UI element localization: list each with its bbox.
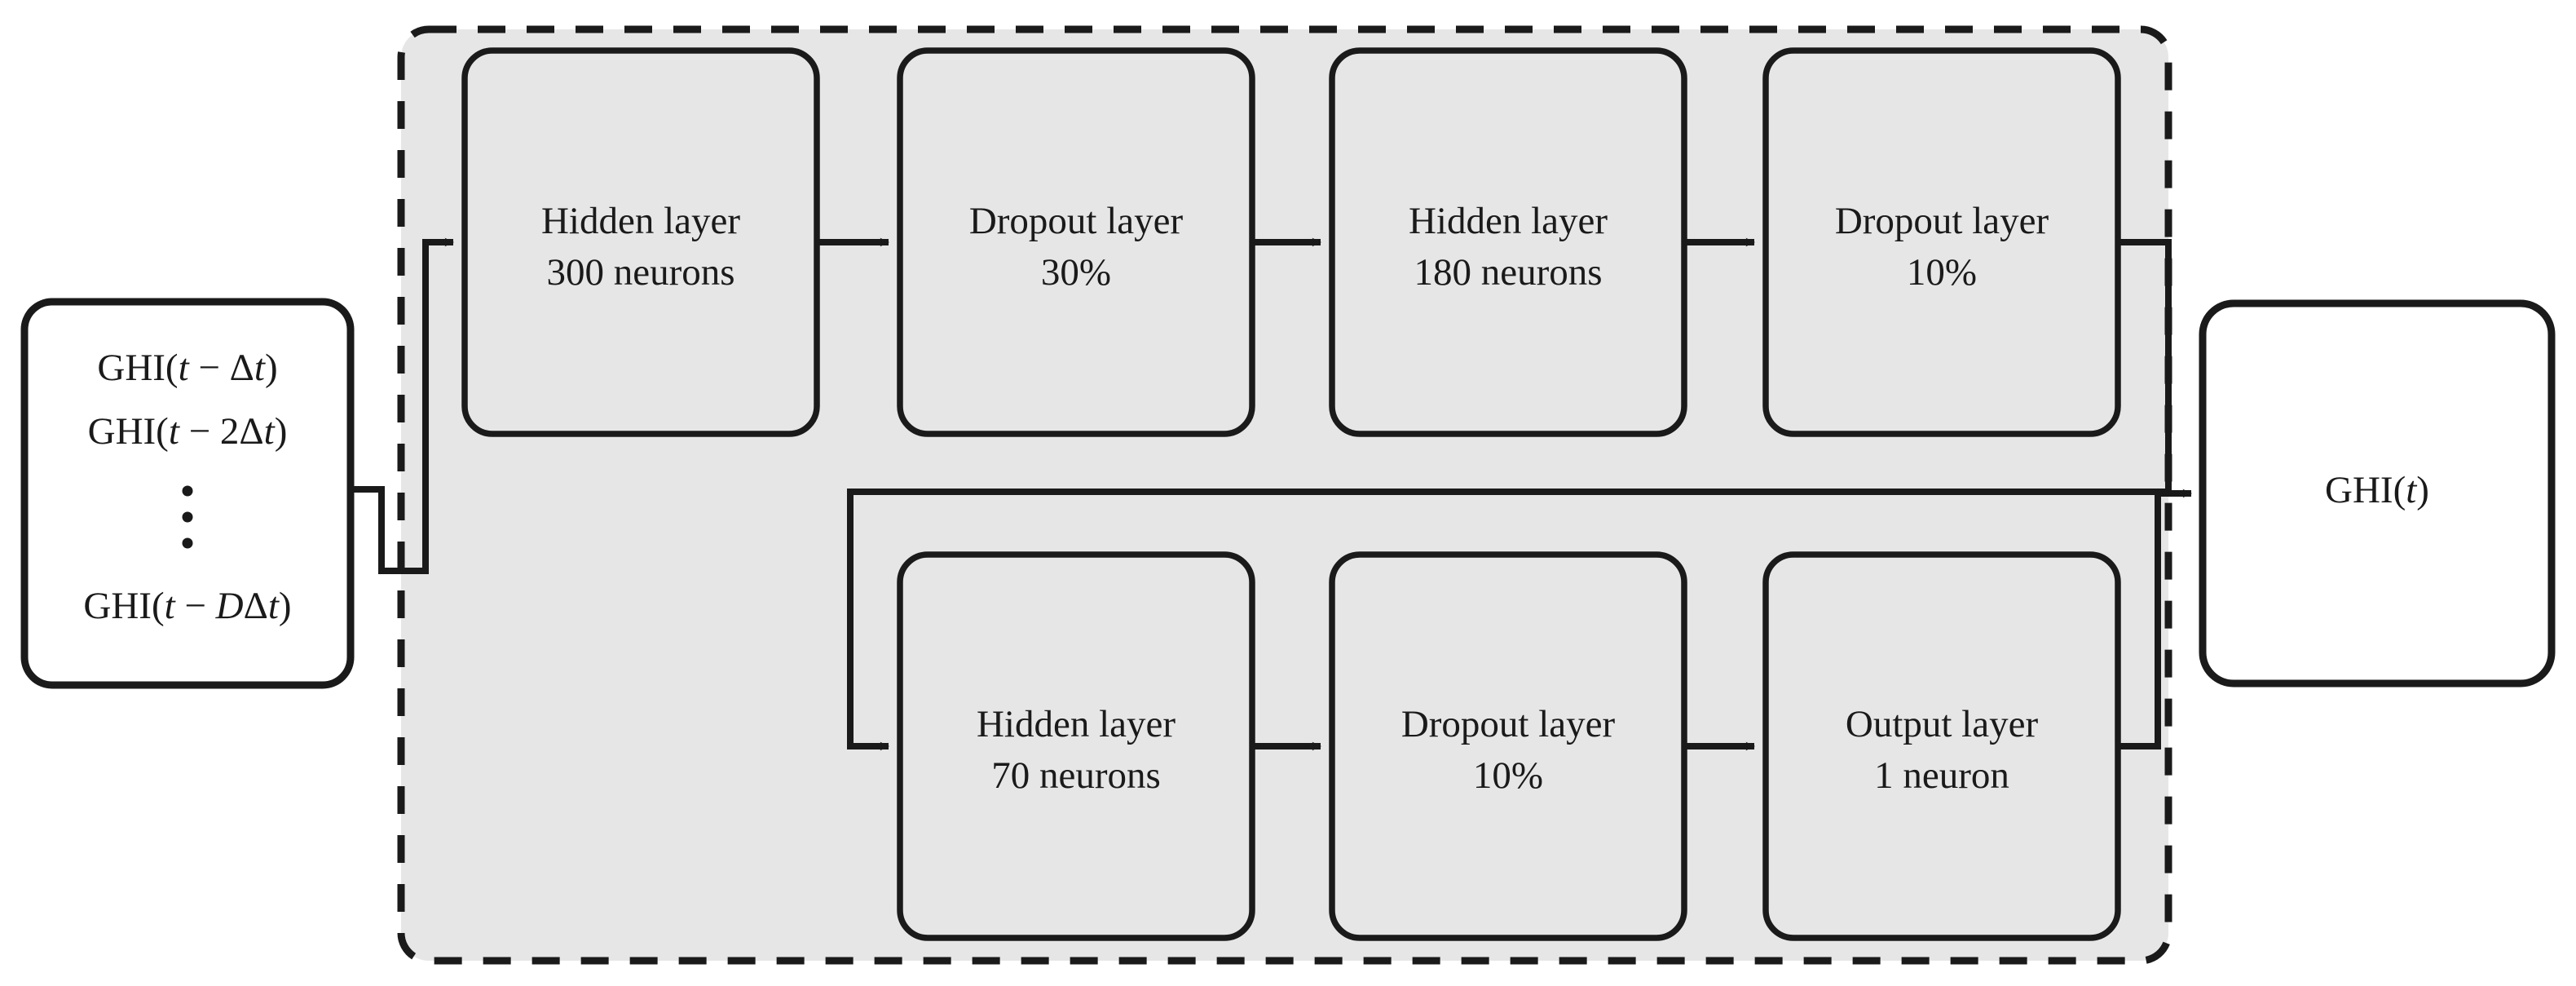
layer-hidden-layer-70[interactable]: Hidden layer 70 neurons bbox=[897, 551, 1255, 941]
layer-detail: 10% bbox=[1473, 754, 1543, 797]
top-row-layers: Hidden layer 300 neurons Dropout layer 3… bbox=[461, 47, 2121, 437]
layer-detail: 70 neurons bbox=[991, 754, 1161, 797]
layer-hidden-layer-180[interactable]: Hidden layer 180 neurons bbox=[1329, 47, 1687, 437]
input-vector-node: GHI(t − Δt) GHI(t − 2Δt) GHI(t − DΔt) bbox=[20, 298, 355, 689]
layer-title: Dropout layer bbox=[1401, 703, 1616, 745]
connector-outputlayer-to-output bbox=[2119, 489, 2192, 749]
layer-box[interactable] bbox=[1762, 551, 2121, 941]
output-value-label: GHI(t) bbox=[2325, 469, 2429, 511]
layer-detail: 180 neurons bbox=[1414, 251, 1602, 294]
layer-title: Hidden layer bbox=[977, 703, 1176, 745]
output-value-node: GHI(t) bbox=[2199, 299, 2556, 688]
layer-title: Dropout layer bbox=[969, 200, 1184, 242]
layer-hidden-layer-300[interactable]: Hidden layer 300 neurons bbox=[461, 47, 820, 437]
connectors bbox=[351, 237, 2192, 751]
bottom-row-layers: Hidden layer 70 neurons Dropout layer 10… bbox=[897, 551, 2121, 941]
layer-detail: 10% bbox=[1907, 251, 1977, 294]
layer-box[interactable] bbox=[897, 551, 1255, 941]
layer-dropout-layer-30[interactable]: Dropout layer 30% bbox=[897, 47, 1255, 437]
layer-box[interactable] bbox=[897, 47, 1255, 437]
layer-title: Hidden layer bbox=[1409, 200, 1608, 242]
layer-output-layer-1[interactable]: Output layer 1 neuron bbox=[1762, 551, 2121, 941]
layer-box[interactable] bbox=[461, 47, 820, 437]
connector-input-to-hidden300 bbox=[351, 237, 454, 574]
layer-title: Dropout layer bbox=[1835, 200, 2049, 242]
layer-box[interactable] bbox=[1329, 47, 1687, 437]
layer-title: Hidden layer bbox=[541, 200, 740, 242]
input-ellipsis-icon bbox=[182, 485, 193, 549]
layer-dropout-layer-10-bottom[interactable]: Dropout layer 10% bbox=[1329, 551, 1687, 941]
layer-detail: 1 neuron bbox=[1874, 754, 2009, 797]
input-line-1: GHI(t − Δt) bbox=[97, 347, 277, 389]
layer-dropout-layer-10-top[interactable]: Dropout layer 10% bbox=[1762, 47, 2121, 437]
layer-title: Output layer bbox=[1846, 703, 2039, 745]
output-value-box bbox=[2199, 299, 2556, 688]
connector-dropout10top-to-hidden70 bbox=[847, 239, 2172, 751]
input-line-2: GHI(t − 2Δt) bbox=[88, 410, 288, 453]
layer-box[interactable] bbox=[1329, 551, 1687, 941]
input-line-3: GHI(t − DΔt) bbox=[83, 585, 291, 627]
layer-detail: 30% bbox=[1041, 251, 1111, 294]
layer-detail: 300 neurons bbox=[546, 251, 734, 294]
layer-box[interactable] bbox=[1762, 47, 2121, 437]
